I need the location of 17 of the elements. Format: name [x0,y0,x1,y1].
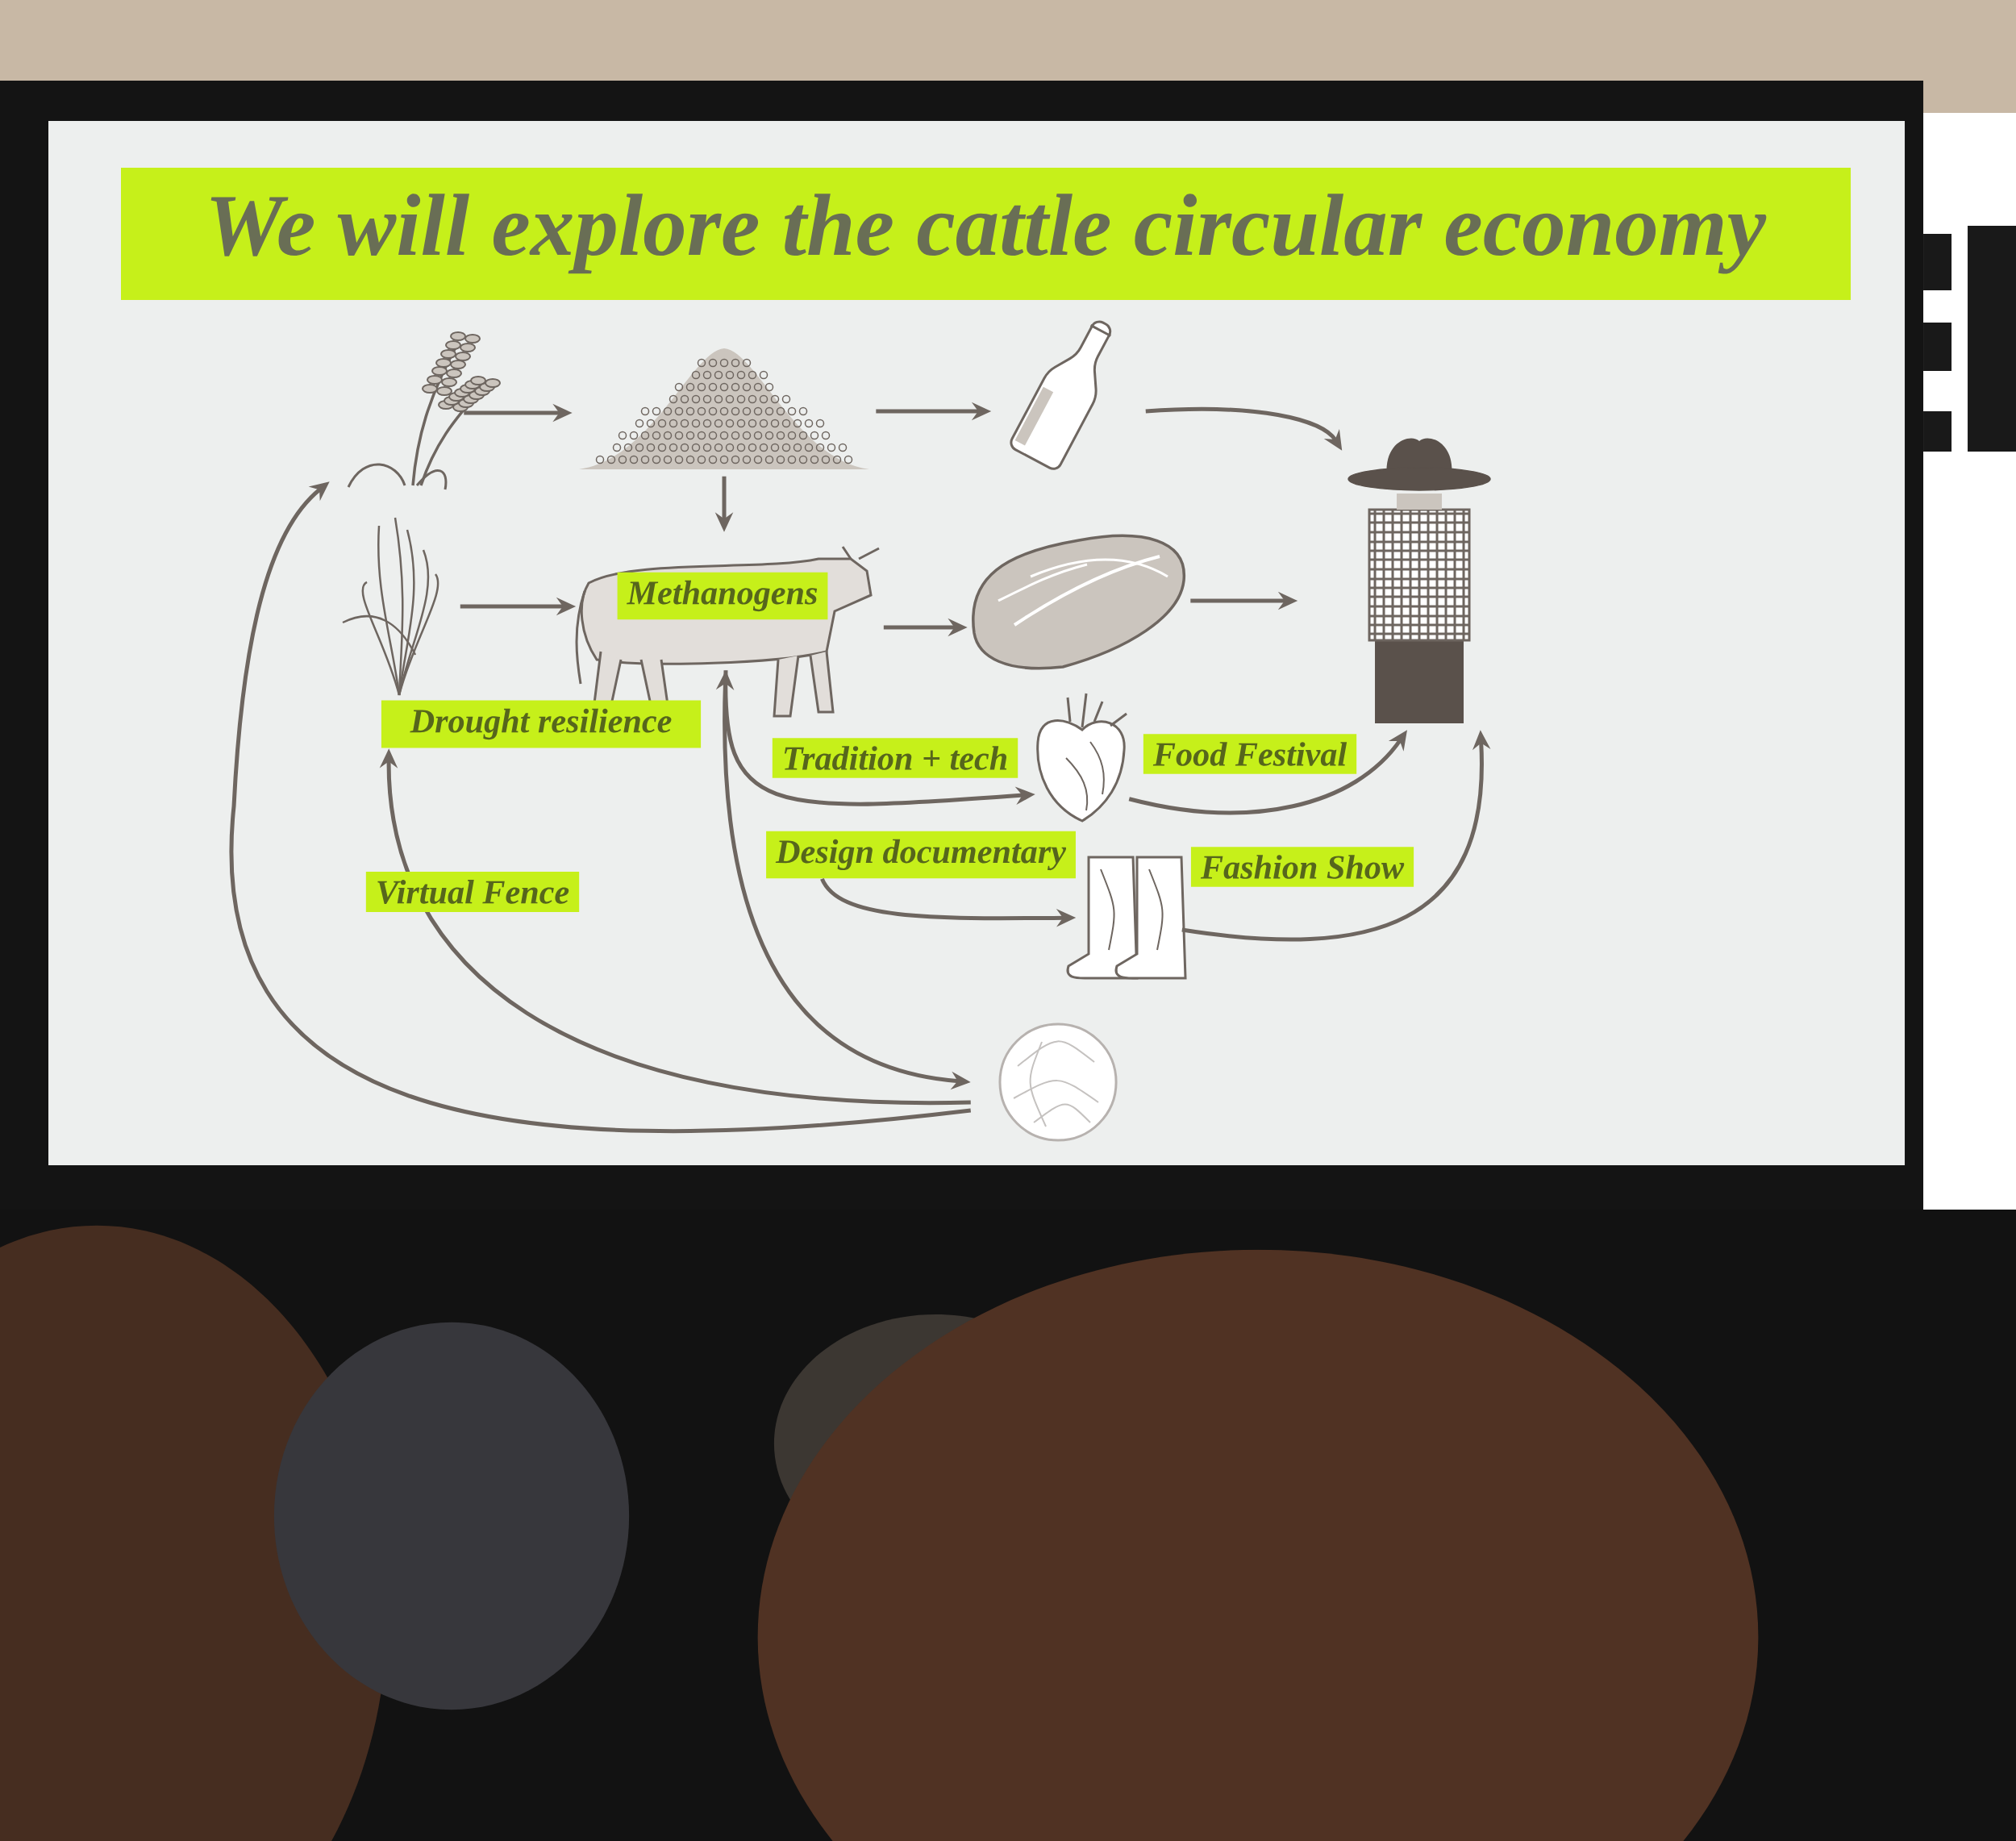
boots-drawing [1066,856,1187,980]
compost-drawing [998,1023,1118,1142]
heart-drawing [1036,692,1128,823]
wheat-drawing [347,331,501,490]
steak-drawing [972,534,1185,670]
edge-label: Fashion Show [1190,847,1414,887]
edge-label: Virtual Fence [365,872,580,912]
bottle-drawing [1010,320,1112,470]
grass-drawing [342,517,439,696]
child-drawing [1347,438,1491,723]
edge-label: Tradition + tech [772,738,1018,778]
label-banner: Methanogens [617,572,828,620]
title-banner: We will explore the cattle circular economy [121,168,1851,300]
label-banner: Design documentary [766,831,1076,879]
label-banner: Drought resilience [381,700,702,748]
grain-pile-drawing [579,348,869,469]
edge-label: Food Festival [1143,734,1357,774]
